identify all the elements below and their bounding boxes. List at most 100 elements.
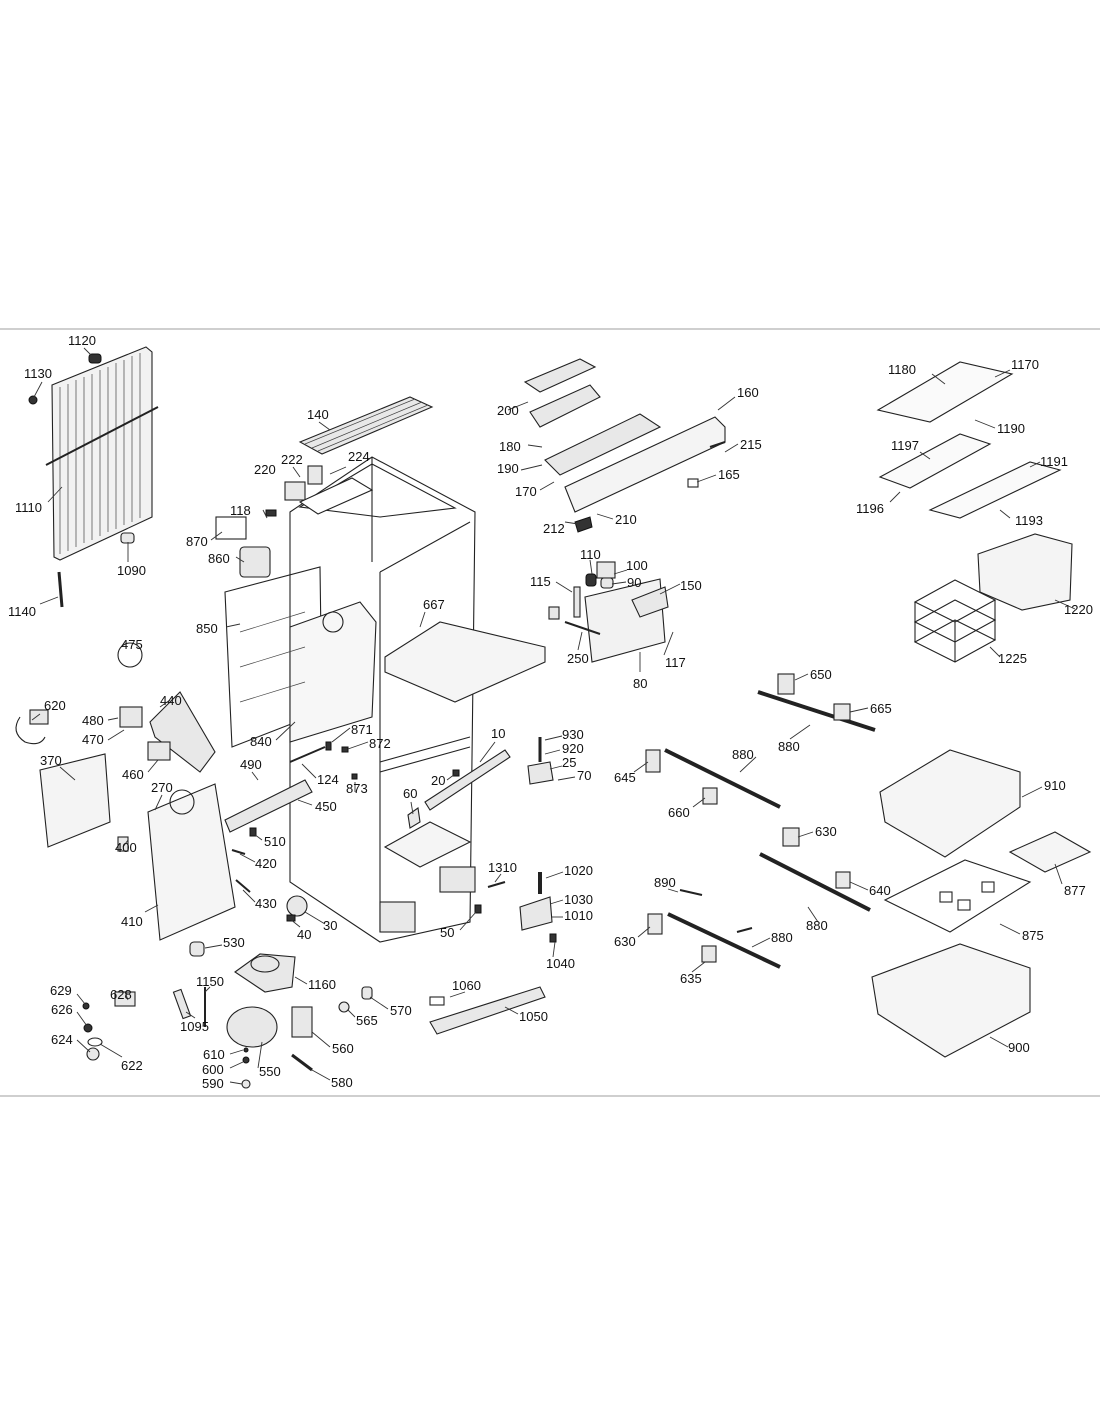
part-label-210: 210: [615, 512, 637, 527]
part-label-160: 160: [737, 385, 759, 400]
bottom-plinth: [429, 986, 546, 1035]
part-label-570: 570: [390, 1003, 412, 1018]
evaporator-cover: [39, 753, 111, 848]
part-label-25: 25: [562, 755, 576, 770]
part-label-60: 60: [403, 786, 417, 801]
part-label-930: 930: [562, 727, 584, 742]
parts-illustration: 1120113011101090114014022222422011887086…: [8, 333, 1093, 1091]
part-label-40: 40: [297, 927, 311, 942]
part-label-1160: 1160: [308, 977, 336, 992]
part-label-630b: 630: [614, 934, 636, 949]
part-label-629: 629: [50, 983, 72, 998]
part-label-200: 200: [497, 403, 519, 418]
part-label-420: 420: [255, 856, 277, 871]
part-label-70: 70: [577, 768, 591, 783]
part-label-490: 490: [240, 757, 262, 772]
part-label-410: 410: [121, 914, 143, 929]
fan-blade: [117, 642, 143, 668]
part-label-640: 640: [869, 883, 891, 898]
part-label-665: 665: [870, 701, 892, 716]
part-label-900: 900: [1008, 1040, 1030, 1055]
part-label-650: 650: [810, 667, 832, 682]
part-label-1040: 1040: [546, 956, 575, 971]
part-label-460: 460: [122, 767, 144, 782]
part-label-1196: 1196: [856, 501, 884, 516]
part-label-622: 622: [121, 1058, 143, 1073]
part-label-215: 215: [740, 437, 762, 452]
evaporator-tray: [224, 779, 313, 833]
part-label-124: 124: [317, 772, 339, 787]
part-label-430: 430: [255, 896, 277, 911]
part-label-117: 117: [665, 655, 686, 670]
part-label-118: 118: [230, 503, 251, 518]
part-label-510: 510: [264, 834, 286, 849]
part-label-910: 910: [1044, 778, 1066, 793]
part-label-590: 590: [202, 1076, 224, 1091]
part-label-628: 628: [110, 987, 132, 1002]
glass-shelf-lower: [928, 461, 1062, 519]
part-label-222: 222: [281, 452, 303, 467]
part-label-1050: 1050: [519, 1009, 548, 1024]
part-label-1170: 1170: [1011, 357, 1039, 372]
compressor: [226, 1006, 278, 1048]
part-label-1120: 1120: [68, 333, 96, 348]
refrigerator-cabinet: [289, 456, 546, 943]
part-label-560: 560: [332, 1041, 354, 1056]
glass-shelf-top: [876, 361, 1014, 423]
drawer-cover-frame: [883, 859, 1032, 933]
part-label-450: 450: [315, 799, 337, 814]
leader-lines: [31, 347, 1076, 1085]
part-label-645: 645: [614, 770, 636, 785]
part-label-873: 873: [346, 781, 368, 796]
part-label-610: 610: [203, 1047, 225, 1062]
compressor-tray: [234, 953, 296, 993]
part-label-871: 871: [351, 722, 373, 737]
part-label-400: 400: [115, 840, 137, 855]
part-label-600: 600: [202, 1062, 224, 1077]
part-label-880c: 880: [806, 918, 828, 933]
part-label-880d: 880: [771, 930, 793, 945]
part-label-440: 440: [160, 693, 182, 708]
part-label-1060: 1060: [452, 978, 481, 993]
part-label-475: 475: [121, 637, 143, 652]
part-label-100: 100: [626, 558, 648, 573]
part-label-1020: 1020: [564, 863, 593, 878]
part-label-1190: 1190: [997, 421, 1025, 436]
part-label-875: 875: [1022, 928, 1044, 943]
part-label-565: 565: [356, 1013, 378, 1028]
part-label-872: 872: [369, 736, 391, 751]
part-label-850: 850: [196, 621, 218, 636]
part-label-530: 530: [223, 935, 245, 950]
part-label-180: 180: [499, 439, 521, 454]
part-label-1140: 1140: [8, 604, 36, 619]
drawer-rails: [645, 673, 876, 969]
part-label-1090: 1090: [117, 563, 146, 578]
part-label-635: 635: [680, 971, 702, 986]
part-label-1130: 1130: [24, 366, 52, 381]
part-label-620: 620: [44, 698, 66, 713]
part-label-880b: 880: [732, 747, 754, 762]
part-label-470: 470: [82, 732, 104, 747]
drawer-cover-insert: [1008, 831, 1092, 873]
part-label-550: 550: [259, 1064, 281, 1079]
lower-drawer: [871, 943, 1031, 1058]
part-label-877: 877: [1064, 883, 1086, 898]
part-label-115: 115: [530, 574, 551, 589]
part-label-920: 920: [562, 741, 584, 756]
part-label-190: 190: [497, 461, 519, 476]
part-label-20: 20: [431, 773, 445, 788]
control-housing-mid: [529, 384, 601, 428]
upper-drawer: [879, 749, 1021, 858]
part-label-880a: 880: [778, 739, 800, 754]
glass-shelf-mid: [878, 433, 992, 489]
part-label-370: 370: [40, 753, 62, 768]
part-label-165: 165: [718, 467, 740, 482]
part-label-220: 220: [254, 462, 276, 477]
part-label-580: 580: [331, 1075, 353, 1090]
part-label-626: 626: [51, 1002, 73, 1017]
part-label-860: 860: [208, 551, 230, 566]
part-label-1310: 1310: [488, 860, 517, 875]
part-label-1095: 1095: [180, 1019, 209, 1034]
part-label-140: 140: [307, 407, 329, 422]
